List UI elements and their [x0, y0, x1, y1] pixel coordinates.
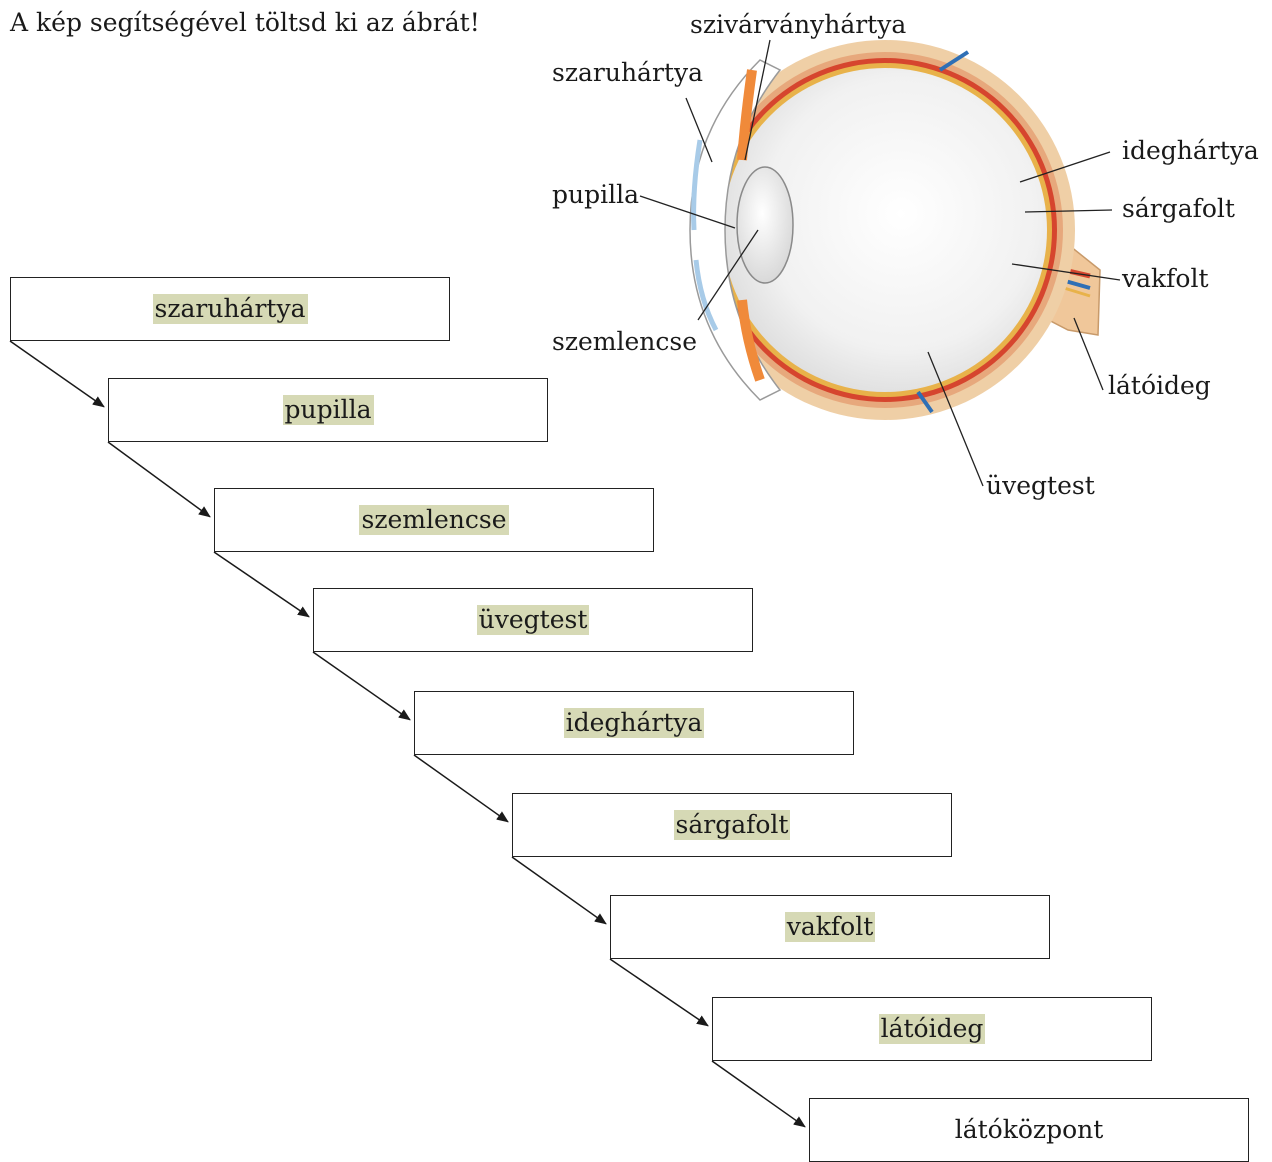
- flow-step-3-label: szemlencse: [359, 505, 508, 535]
- flow-arrow: [610, 959, 708, 1026]
- flow-step-4[interactable]: üvegtest: [313, 588, 753, 652]
- flow-step-8[interactable]: látóideg: [712, 997, 1152, 1061]
- flow-step-9[interactable]: látóközpont: [809, 1098, 1249, 1162]
- flow-step-4-label: üvegtest: [477, 605, 590, 635]
- flow-step-3[interactable]: szemlencse: [214, 488, 654, 552]
- flow-arrow: [512, 857, 606, 924]
- flow-arrow: [313, 652, 410, 720]
- flow-step-5[interactable]: ideghártya: [414, 691, 854, 755]
- flow-step-1[interactable]: szaruhártya: [10, 277, 450, 341]
- flow-step-7-label: vakfolt: [785, 912, 876, 942]
- flow-arrow: [712, 1061, 805, 1127]
- flow-step-2[interactable]: pupilla: [108, 378, 548, 442]
- flow-step-6-label: sárgafolt: [674, 810, 791, 840]
- flow-arrow: [414, 755, 508, 822]
- flow-arrow: [214, 552, 309, 617]
- flow-step-7[interactable]: vakfolt: [610, 895, 1050, 959]
- flow-step-1-label: szaruhártya: [153, 294, 308, 324]
- flow-arrow: [10, 341, 104, 407]
- flow-arrow: [108, 442, 210, 517]
- flow-step-2-label: pupilla: [283, 395, 374, 425]
- flow-step-6[interactable]: sárgafolt: [512, 793, 952, 857]
- flow-step-8-label: látóideg: [879, 1014, 986, 1044]
- flow-step-5-label: ideghártya: [564, 708, 705, 738]
- flow-step-9-label: látóközpont: [953, 1115, 1106, 1145]
